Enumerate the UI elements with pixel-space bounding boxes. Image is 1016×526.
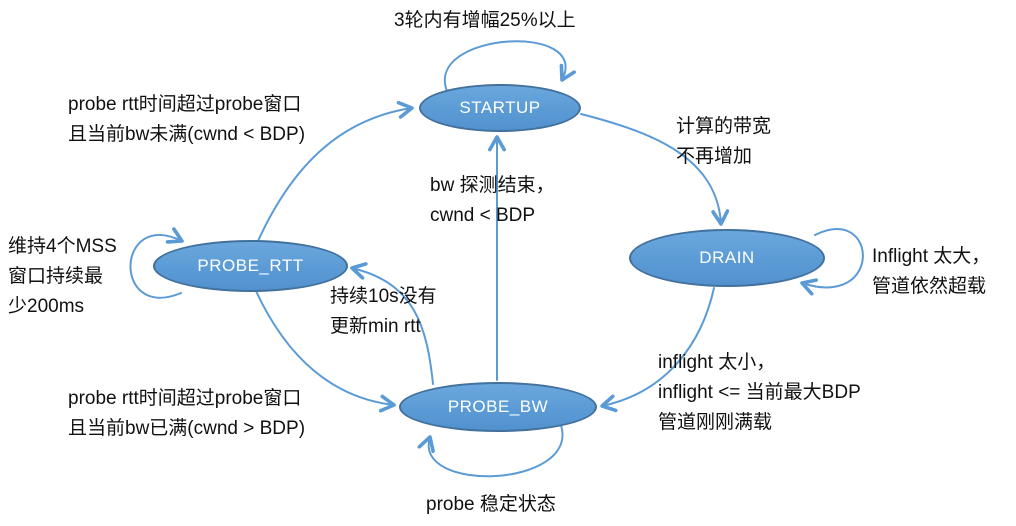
state-probe-rtt: PROBE_RTT bbox=[153, 240, 348, 292]
edge-drain-self bbox=[800, 228, 864, 296]
edge-label-probe-rtt-to-startup: probe rtt时间超过probe窗口 且当前bw未满(cwnd < BDP) bbox=[68, 94, 306, 145]
edge-probe-bw-to-probe-rtt bbox=[350, 262, 434, 385]
state-probe-bw-label: PROBE_BW bbox=[447, 397, 549, 416]
state-drain: DRAIN bbox=[629, 229, 825, 287]
edge-label-probe-rtt-self: 维持4个MSS 窗口持续最 少200ms bbox=[8, 236, 117, 317]
edge-drain-to-probe-bw bbox=[600, 287, 715, 413]
edge-label-probe-bw-self: probe 稳定状态 bbox=[426, 494, 556, 515]
edge-probe-bw-self bbox=[417, 424, 564, 478]
state-startup: STARTUP bbox=[419, 84, 581, 132]
edge-label-probe-rtt-to-probe-bw: probe rtt时间超过probe窗口 且当前bw已满(cwnd > BDP) bbox=[68, 388, 306, 439]
state-drain-label: DRAIN bbox=[699, 248, 755, 267]
edge-label-drain-self: Inflight 太大， 管道依然超载 bbox=[872, 246, 991, 297]
edge-label-startup-to-drain: 计算的带宽 不再增加 bbox=[676, 116, 772, 167]
edge-startup-self bbox=[443, 40, 576, 92]
edge-label-drain-to-probe-bw: inflight 太小， inflight <= 当前最大BDP 管道刚刚满载 bbox=[658, 352, 861, 433]
edge-label-probe-bw-to-startup: bw 探测结束， cwnd < BDP bbox=[430, 175, 555, 226]
state-startup-label: STARTUP bbox=[459, 98, 541, 117]
edge-label-probe-bw-to-probe-rtt: 持续10s没有 更新min rtt bbox=[330, 286, 437, 337]
edge-probe-rtt-self bbox=[129, 227, 184, 299]
edge-probe-rtt-to-startup bbox=[257, 100, 414, 242]
state-probe-rtt-label: PROBE_RTT bbox=[197, 256, 304, 275]
edge-probe-rtt-to-probe-bw bbox=[255, 290, 396, 413]
edge-label-startup-self: 3轮内有增幅25%以上 bbox=[394, 10, 576, 31]
state-probe-bw: PROBE_BW bbox=[399, 382, 597, 432]
edge-startup-to-drain bbox=[580, 113, 730, 226]
